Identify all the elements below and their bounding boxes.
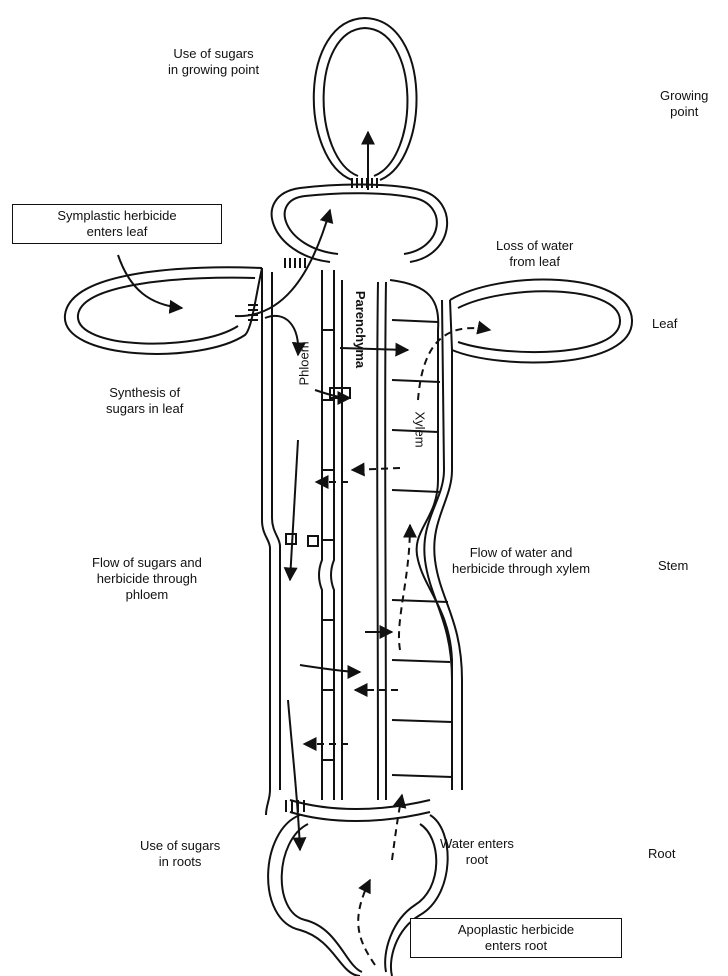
label-parenchyma: Parenchyma (353, 291, 368, 368)
label-synthesis: Synthesis of sugars in leaf (106, 385, 183, 417)
arrow-herbicide-up-root (358, 880, 375, 965)
arrow-into-phloem (315, 390, 350, 398)
arrow-into-phloem-lower (300, 665, 360, 672)
arrow-leaf-to-upper (235, 210, 330, 316)
arrow-down-phloem-lower (288, 700, 300, 850)
stem-outer-left (262, 268, 270, 815)
label-growing-point: Growing point (660, 88, 708, 120)
label-use-sugars-roots: Use of sugars in roots (140, 838, 220, 870)
label-leaf: Leaf (652, 316, 677, 332)
label-flow-sugars: Flow of sugars and herbicide through phl… (92, 555, 202, 603)
label-loss-of-water: Loss of water from leaf (496, 238, 573, 270)
arrow-phloem-to-parenchyma (340, 348, 408, 350)
arrow-water-up-xylem (399, 525, 410, 650)
label-xylem: Xylem (413, 411, 428, 447)
symplastic-herbicide-box: Symplastic herbicide enters leaf (12, 204, 222, 244)
growing-point-bud (314, 18, 417, 180)
label-use-sugars-growing-point: Use of sugars in growing point (168, 46, 259, 78)
label-flow-water: Flow of water and herbicide through xyle… (452, 545, 590, 577)
upper-oval-chamber (272, 184, 447, 262)
arrow-leaf-to-phloem (265, 316, 298, 355)
label-water-enters-root: Water enters root (440, 836, 514, 868)
phloem-tube (319, 270, 322, 800)
apoplastic-herbicide-box: Apoplastic herbicide enters root (410, 918, 622, 958)
label-stem: Stem (658, 558, 688, 574)
arrow-xylem-to-parenchyma (352, 468, 400, 470)
arrow-down-phloem-upper (290, 440, 298, 580)
label-phloem: Phloem (297, 341, 312, 385)
label-root: Root (648, 846, 675, 862)
arrow-water-to-leaf (418, 328, 490, 400)
